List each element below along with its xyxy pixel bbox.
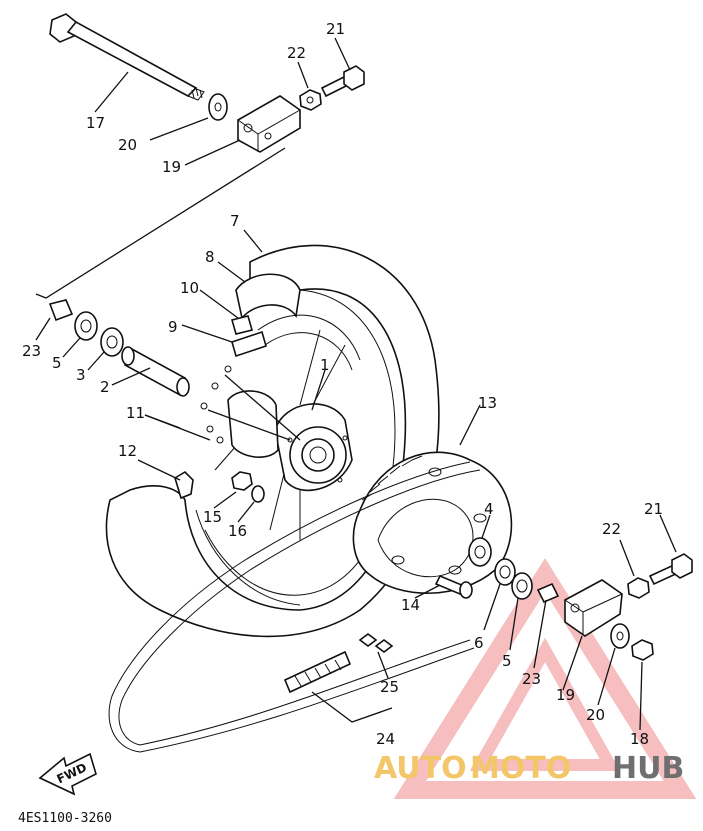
svg-text:MOTO: MOTO xyxy=(470,751,571,786)
chain-adjuster-19-right xyxy=(564,579,623,637)
callout-17: 17 xyxy=(86,114,105,132)
callout-2: 2 xyxy=(100,378,110,396)
callout-5-right: 5 xyxy=(502,652,512,670)
hub-1 xyxy=(274,403,353,492)
callout-16: 16 xyxy=(228,522,247,540)
callout-19-top: 19 xyxy=(162,158,181,176)
watermark-triangle xyxy=(393,558,697,799)
callout-3: 3 xyxy=(76,366,86,384)
watermark-logo: AUTO MOTO HUB xyxy=(374,751,684,786)
callout-13: 13 xyxy=(478,394,497,412)
svg-text:AUTO: AUTO xyxy=(374,751,467,786)
nut-22-right xyxy=(627,577,650,599)
spacer-2 xyxy=(121,346,190,397)
drive-chain xyxy=(108,461,481,753)
callout-23-right: 23 xyxy=(522,670,541,688)
callout-19-right: 19 xyxy=(556,686,575,704)
valve-cap-12 xyxy=(174,470,194,500)
callout-25: 25 xyxy=(380,678,399,696)
collar-4 xyxy=(468,537,492,567)
callout-4: 4 xyxy=(484,500,494,518)
chain-section-24 xyxy=(283,650,352,694)
callout-14: 14 xyxy=(401,596,420,614)
master-link-25 xyxy=(358,633,394,653)
callout-20-right: 20 xyxy=(586,706,605,724)
axle-17 xyxy=(49,13,205,101)
callout-21-top: 21 xyxy=(326,20,345,38)
callout-23-left: 23 xyxy=(22,342,41,360)
oil-seal-6 xyxy=(494,558,516,586)
callout-5-left: 5 xyxy=(52,354,62,372)
callout-15: 15 xyxy=(203,508,222,526)
callout-7: 7 xyxy=(230,212,240,230)
tube-8 xyxy=(235,273,301,320)
callout-11: 11 xyxy=(126,404,145,422)
callout-8: 8 xyxy=(205,248,215,266)
collar-23-left xyxy=(48,299,74,322)
svg-text:HUB: HUB xyxy=(612,751,684,786)
oil-seal-5-left xyxy=(74,311,98,341)
chain-adjuster-19-top xyxy=(237,95,301,153)
callout-22-top: 22 xyxy=(287,44,306,62)
rim-band-9 xyxy=(231,330,267,358)
valve-10 xyxy=(231,315,253,335)
nut-15 xyxy=(231,471,253,491)
callout-9: 9 xyxy=(168,318,178,336)
bolt-21-right xyxy=(648,553,693,586)
bolt-14 xyxy=(434,574,473,599)
drawing-code: 4ES1100-3260 xyxy=(18,811,112,826)
callout-22-right: 22 xyxy=(602,520,621,538)
callout-10: 10 xyxy=(180,279,199,297)
callout-21-right: 21 xyxy=(644,500,663,518)
callout-1: 1 xyxy=(320,356,330,374)
collar-23-right xyxy=(536,582,560,604)
nut-18 xyxy=(631,639,654,661)
callout-6: 6 xyxy=(474,634,484,652)
callout-12: 12 xyxy=(118,442,137,460)
bolt-21-top xyxy=(320,65,365,98)
bearing-5-right xyxy=(511,572,533,600)
washer-20-right xyxy=(610,623,630,649)
washer-20-top xyxy=(208,93,228,121)
bearing-3 xyxy=(100,327,124,357)
callout-20-top: 20 xyxy=(118,136,137,154)
nut-22-top xyxy=(299,89,322,111)
washer-16 xyxy=(251,485,265,503)
callout-24: 24 xyxy=(376,730,395,748)
callout-18: 18 xyxy=(630,730,649,748)
fwd-direction-arrow xyxy=(38,752,97,796)
